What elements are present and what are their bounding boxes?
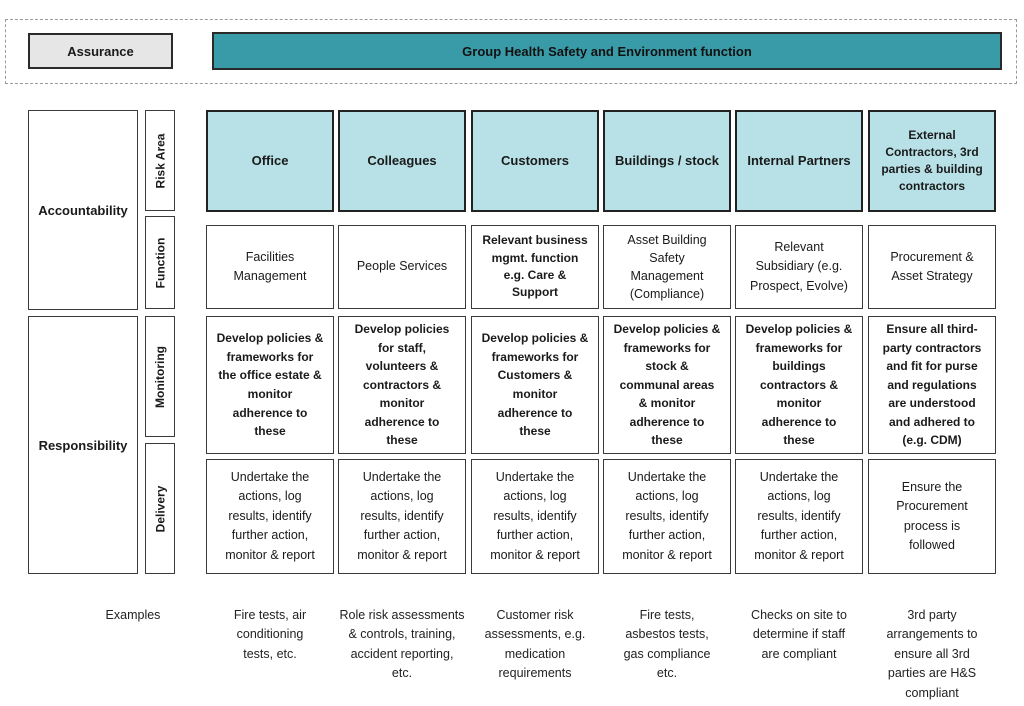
example-colleagues: Role risk assessments & controls, traini… [339, 608, 465, 681]
example-buildings-stock: Fire tests, asbestos tests, gas complian… [623, 608, 711, 681]
function-office: Facilities Management [206, 225, 334, 309]
delivery-colleagues: Undertake the actions, log results, iden… [338, 459, 466, 574]
row-label-delivery: Delivery [145, 443, 175, 574]
risk-area-office: Office [206, 110, 334, 212]
row-label-risk-area-text: Risk Area [153, 133, 168, 188]
monitoring-internal-partners: Develop policies & frameworks for buildi… [735, 316, 863, 454]
row-label-monitoring: Monitoring [145, 316, 175, 437]
risk-area-customers: Customers [471, 110, 599, 212]
function-external-contractors: Procurement & Asset Strategy [868, 225, 996, 309]
top-band-frame [5, 19, 1017, 84]
monitoring-colleagues: Develop policies for staff, volunteers &… [338, 316, 466, 454]
example-internal-partners: Checks on site to determine if staff are… [751, 608, 847, 661]
example-customers: Customer risk assessments, e.g. medicati… [484, 608, 586, 681]
responsibility-label: Responsibility [28, 316, 138, 574]
examples-label: Examples [105, 608, 161, 622]
function-internal-partners: Relevant Subsidiary (e.g. Prospect, Evol… [735, 225, 863, 309]
row-label-function-text: Function [153, 237, 167, 288]
example-office: Fire tests, air conditioning tests, etc. [233, 608, 307, 661]
delivery-buildings-stock: Undertake the actions, log results, iden… [603, 459, 731, 574]
delivery-office: Undertake the actions, log results, iden… [206, 459, 334, 574]
monitoring-customers: Develop policies & frameworks for Custom… [471, 316, 599, 454]
risk-area-external-contractors: External Contractors, 3rd parties & buil… [868, 110, 996, 212]
example-external-contractors: 3rd party arrangements to ensure all 3rd… [886, 608, 978, 700]
function-buildings-stock: Asset Building Safety Management (Compli… [603, 225, 731, 309]
risk-area-internal-partners: Internal Partners [735, 110, 863, 212]
monitoring-buildings-stock: Develop policies & frameworks for stock … [603, 316, 731, 454]
row-label-delivery-text: Delivery [153, 485, 168, 532]
ghse-function-banner: Group Health Safety and Environment func… [212, 32, 1002, 70]
row-label-monitoring-text: Monitoring [153, 345, 168, 408]
delivery-internal-partners: Undertake the actions, log results, iden… [735, 459, 863, 574]
assurance-box: Assurance [28, 33, 173, 69]
row-label-risk-area: Risk Area [145, 110, 175, 211]
risk-area-buildings-stock: Buildings / stock [603, 110, 731, 212]
accountability-label: Accountability [28, 110, 138, 310]
delivery-customers: Undertake the actions, log results, iden… [471, 459, 599, 574]
risk-area-colleagues: Colleagues [338, 110, 466, 212]
delivery-external-contractors: Ensure the Procurement process is follow… [868, 459, 996, 574]
monitoring-office: Develop policies & frameworks for the of… [206, 316, 334, 454]
function-customers: Relevant business mgmt. function e.g. Ca… [471, 225, 599, 309]
row-label-function: Function [145, 216, 175, 309]
function-colleagues: People Services [338, 225, 466, 309]
monitoring-external-contractors: Ensure all third- party contractors and … [868, 316, 996, 454]
